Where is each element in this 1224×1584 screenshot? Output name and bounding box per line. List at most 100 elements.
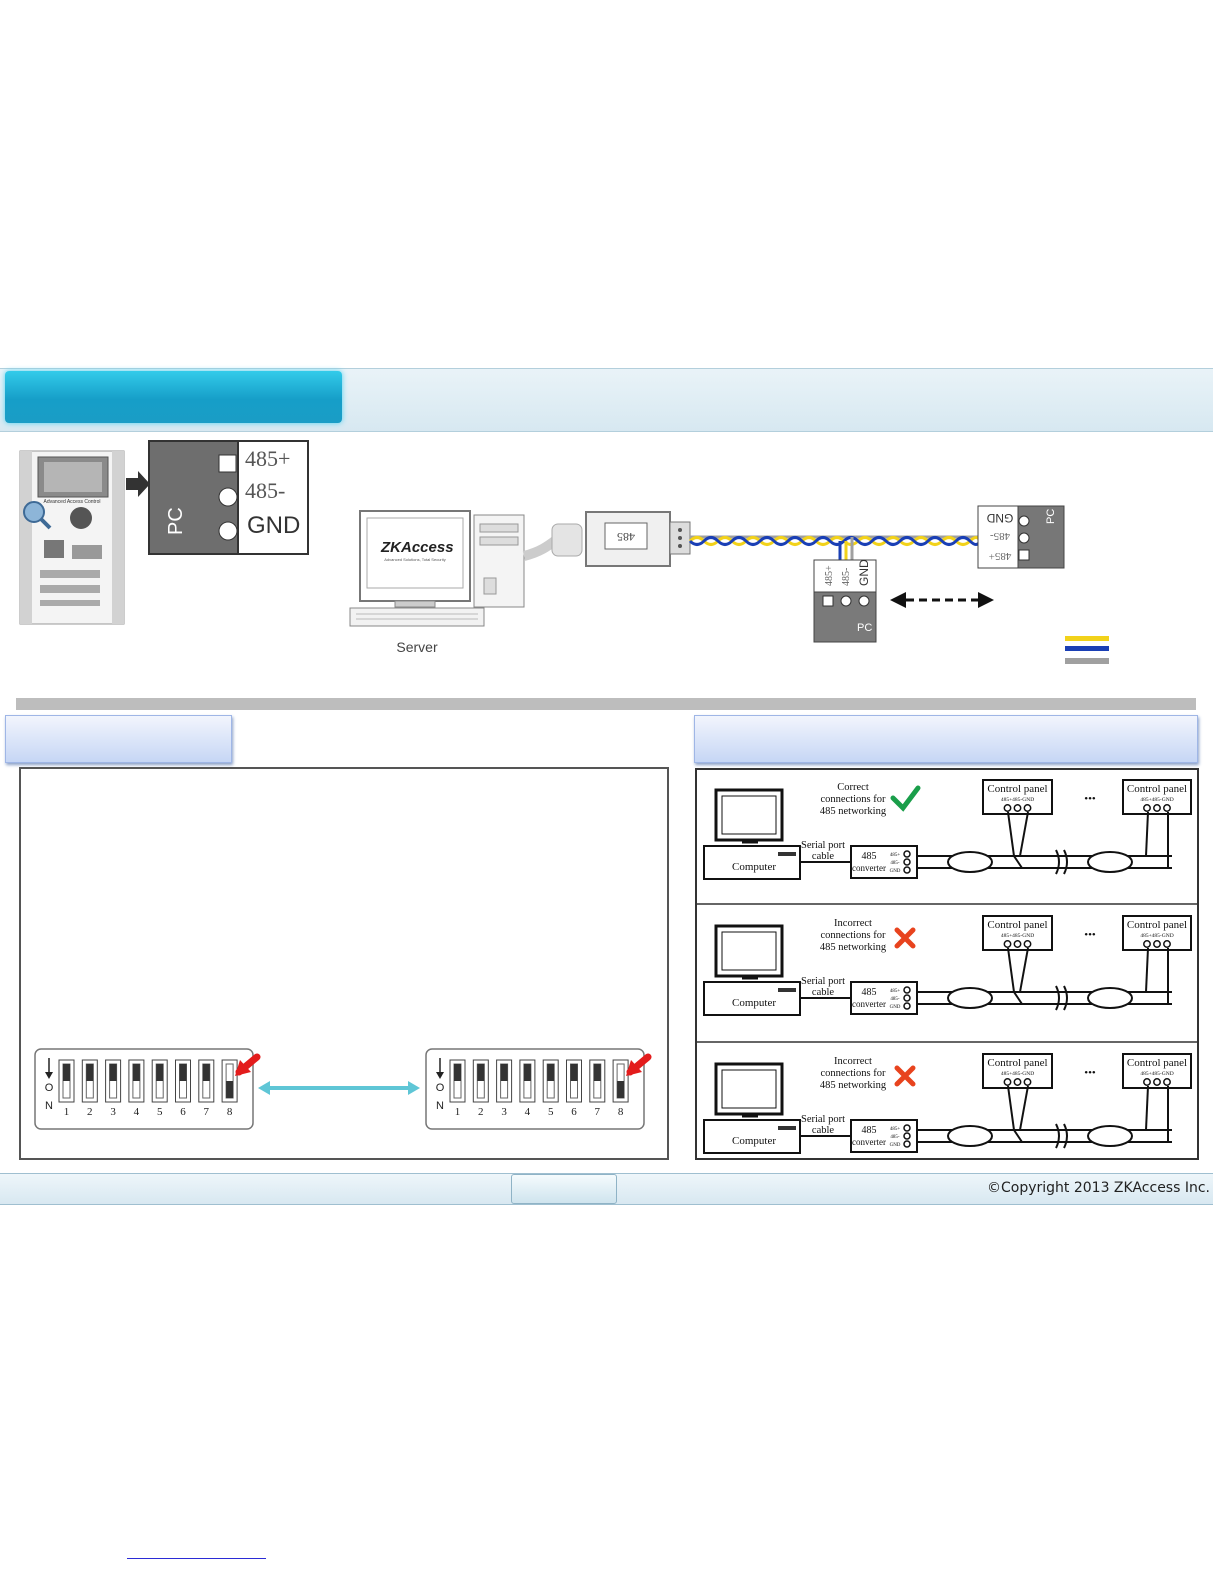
dip-a-number-8: 8 [227, 1106, 233, 1118]
terminal-label-485plus: 485+ [245, 446, 290, 471]
ellipsis-label: ••• [1084, 793, 1096, 805]
terminal-label-485minus: 485- [245, 478, 285, 503]
terminal-label-gnd: GND [247, 512, 300, 539]
rs485-converter: 485 [585, 511, 691, 567]
converter-pin-label: GND [890, 1005, 901, 1010]
zkaccess-logo: ZKAccess [380, 539, 454, 556]
dip-a-lever-4 [132, 1064, 140, 1081]
computer-screen [721, 1069, 777, 1109]
control-panel-label: Control panel [987, 1057, 1047, 1069]
wiring-caption-line-1: Incorrect [834, 1056, 872, 1067]
panel-block-right: GND 485- 485+ PC [977, 505, 1065, 569]
check-icon [890, 785, 921, 812]
converter-pin-label: 485- [890, 1135, 900, 1140]
dip-b-lever-5 [547, 1064, 555, 1081]
dip-a-lever-7 [202, 1064, 210, 1081]
footnote-rule [127, 1558, 266, 1559]
panel-mid-485minus: 485- [841, 568, 852, 586]
panel-right-485minus: 485- [990, 530, 1011, 542]
control-panel-label: Control panel [1127, 1057, 1187, 1069]
pc-label: PC [165, 507, 187, 535]
converter-pin-label: 485- [890, 997, 900, 1002]
panel-block-middle: 485+ 485- GND PC [813, 559, 877, 643]
panel-right-485plus: 485+ [989, 550, 1012, 562]
controller-board: Advanced Access Control [19, 450, 125, 625]
dip-b-lever-1 [454, 1064, 461, 1081]
cross-icon [894, 927, 916, 949]
dip-a-lever-5 [156, 1064, 164, 1081]
wiring-caption-line-2: connections for [820, 930, 886, 941]
dip-section-tab [5, 715, 232, 763]
converter-label-text: converter [852, 1137, 886, 1147]
dip-b-lever-6 [570, 1064, 578, 1081]
dip-b-on-n: N [436, 1100, 444, 1112]
wiring-caption-line-3: 485 networking [820, 806, 887, 817]
panel-pins-label: 485+485-GND [1001, 933, 1034, 939]
dip-b-lever-2 [477, 1064, 485, 1081]
panel-mid-485plus: 485+ [824, 565, 835, 586]
dip-b-pointer-head [626, 1060, 642, 1076]
dip-b-lever-4 [523, 1064, 531, 1081]
server-label: Server [396, 639, 438, 655]
computer-case [703, 981, 801, 1016]
panel-pins-label: 485+485-GND [1140, 797, 1173, 803]
serial-cable [522, 523, 583, 561]
twisted-pair-wire [688, 535, 982, 560]
dip-a-number-2: 2 [87, 1106, 93, 1118]
converter-label: 485 [617, 530, 635, 544]
panel-pins-label: 485+485-GND [1140, 1071, 1173, 1077]
converter-pin-label: 485+ [890, 853, 901, 858]
dip-b-number-3: 3 [501, 1106, 507, 1118]
dip-b-number-2: 2 [478, 1106, 484, 1118]
dip-a-number-5: 5 [157, 1106, 163, 1118]
computer-screen [721, 795, 777, 835]
wiring-caption-line-3: 485 networking [820, 942, 887, 953]
magnifier-icon [23, 501, 45, 523]
terminal-block-closeup: PC 485+ 485- GND [148, 440, 309, 555]
dip-b-arrow-head [436, 1072, 444, 1079]
control-panel-label: Control panel [1127, 783, 1187, 795]
dip-a-pointer-head [235, 1060, 251, 1076]
converter-pin-label: 485- [890, 861, 900, 866]
converter-pin-label: GND [890, 1143, 901, 1148]
panel-right-gnd: GND [986, 511, 1013, 525]
dip-b-number-7: 7 [595, 1106, 601, 1118]
panel-right-pc: PC [1045, 509, 1057, 524]
page-number-tab [511, 1174, 617, 1204]
ellipsis-label: ••• [1084, 929, 1096, 941]
serial-cable-label: cable [812, 851, 834, 862]
section-divider [16, 698, 1196, 710]
dip-a-on-n: N [45, 1100, 53, 1112]
control-panel-box [982, 1053, 1053, 1089]
dip-a-number-4: 4 [134, 1106, 140, 1118]
dip-a-lever-8 [226, 1081, 234, 1098]
converter-label-text: converter [852, 999, 886, 1009]
dip-a-number-1: 1 [64, 1106, 70, 1118]
serial-port-label: Serial port [801, 976, 845, 987]
dip-a-arrow-head [45, 1072, 53, 1079]
dip-b-lever-3 [500, 1064, 508, 1081]
converter-label-485: 485 [862, 987, 877, 998]
converter-label-text: converter [852, 863, 886, 873]
wiring-caption-line-3: 485 networking [820, 1080, 887, 1091]
ellipsis-label: ••• [1084, 1067, 1096, 1079]
computer-label: Computer [732, 861, 776, 873]
computer-screen [721, 931, 777, 971]
control-panel-label: Control panel [987, 919, 1047, 931]
server-computer: ZKAccess Advanced Solutions, Total Secur… [349, 510, 525, 655]
control-panel-label: Control panel [1127, 919, 1187, 931]
double-arrow-icon [890, 592, 994, 608]
wire-color-legend [1065, 636, 1109, 664]
wiring-section-tab [694, 715, 1198, 763]
serial-port-label: Serial port [801, 1114, 845, 1125]
dip-a-number-7: 7 [204, 1106, 210, 1118]
panel-pins-label: 485+485-GND [1140, 933, 1173, 939]
dip-b-number-1: 1 [455, 1106, 461, 1118]
computer-label: Computer [732, 1135, 776, 1147]
